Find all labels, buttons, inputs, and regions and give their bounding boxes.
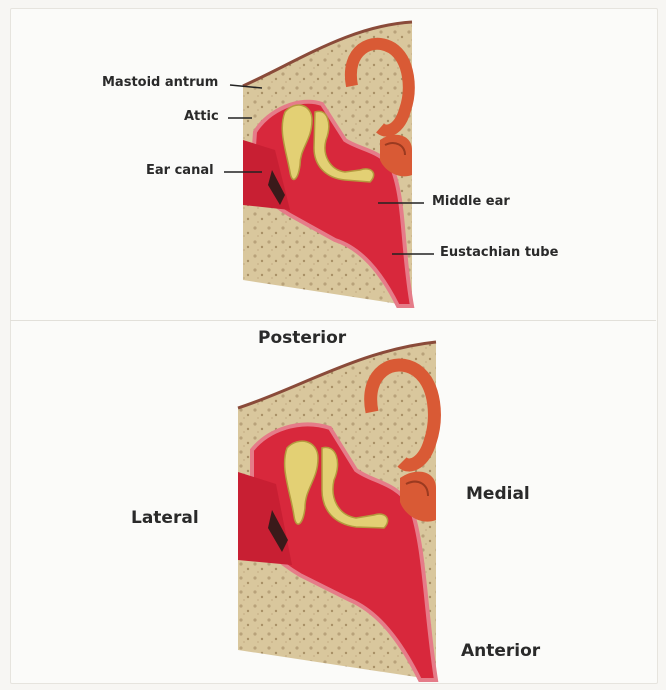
label-lateral: Lateral bbox=[131, 508, 199, 528]
label-middle-ear: Middle ear bbox=[432, 194, 510, 209]
label-attic: Attic bbox=[184, 109, 219, 124]
label-posterior: Posterior bbox=[258, 328, 346, 348]
label-anterior: Anterior bbox=[461, 641, 540, 661]
label-ear-canal: Ear canal bbox=[146, 163, 214, 178]
label-medial: Medial bbox=[466, 484, 530, 504]
bottom-cross-section bbox=[238, 342, 436, 680]
label-mastoid-antrum: Mastoid antrum bbox=[102, 75, 218, 90]
label-eustachian-tube: Eustachian tube bbox=[440, 245, 558, 260]
